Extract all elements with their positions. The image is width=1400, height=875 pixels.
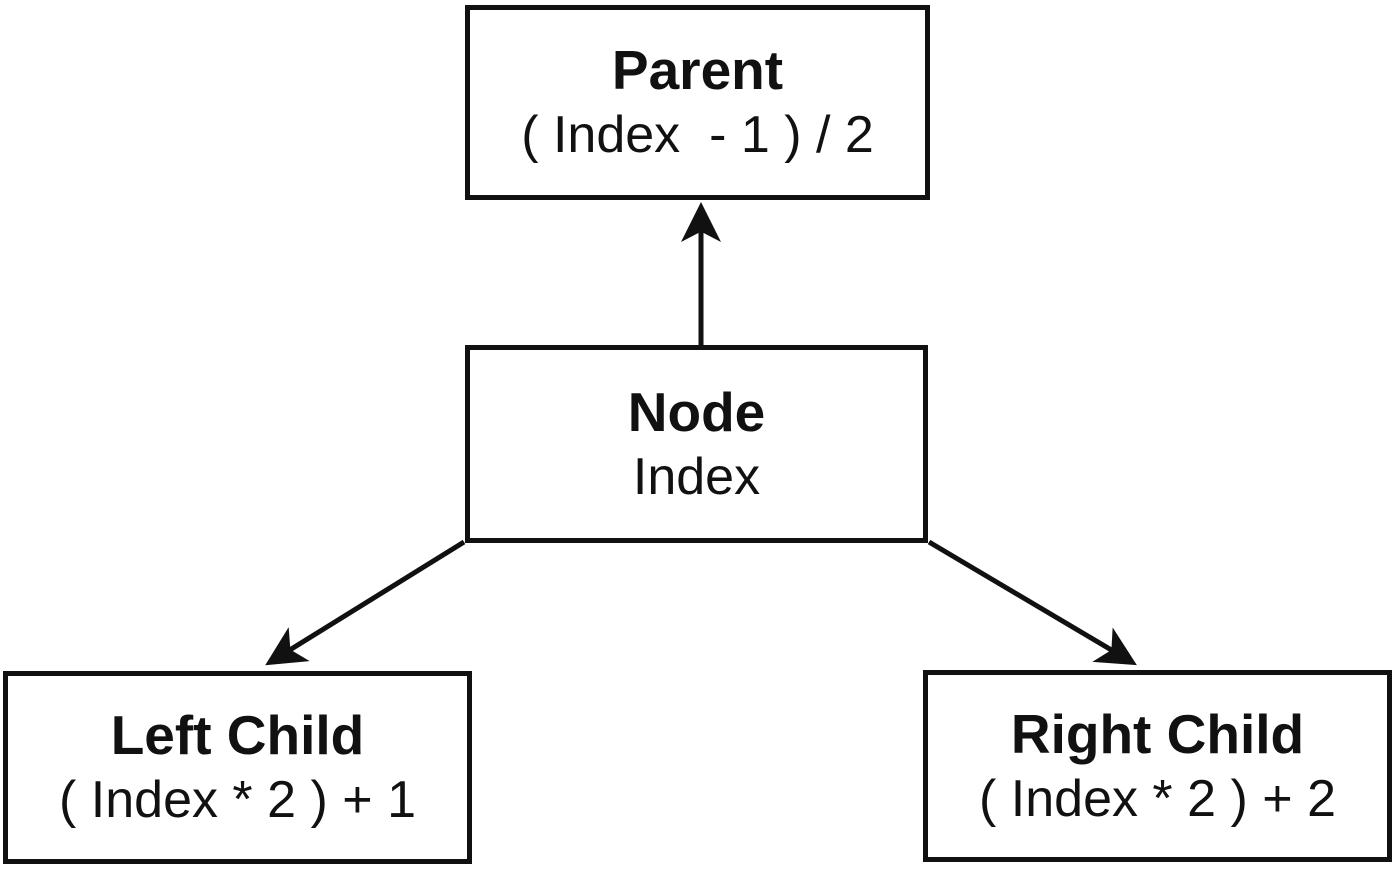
parent-node-title: Parent (611, 39, 784, 102)
parent-node-formula: ( Index - 1 ) / 2 (521, 106, 874, 165)
left-child-node-title: Left Child (110, 704, 365, 767)
right-child-node-formula: ( Index * 2 ) + 2 (979, 769, 1336, 828)
parent-node-box: Parent ( Index - 1 ) / 2 (465, 5, 930, 200)
current-node-title: Node (627, 380, 766, 443)
left-child-node-box: Left Child ( Index * 2 ) + 1 (3, 671, 472, 864)
right-child-node-title: Right Child (1010, 702, 1305, 765)
left-child-node-formula: ( Index * 2 ) + 1 (59, 771, 416, 830)
edge-node-to-left-child (265, 539, 466, 666)
right-child-node-box: Right Child ( Index * 2 ) + 2 (923, 670, 1392, 862)
current-node-box: Node Index (465, 345, 928, 543)
current-node-formula: Index (632, 447, 761, 506)
edge-node-to-right-child (927, 539, 1137, 666)
